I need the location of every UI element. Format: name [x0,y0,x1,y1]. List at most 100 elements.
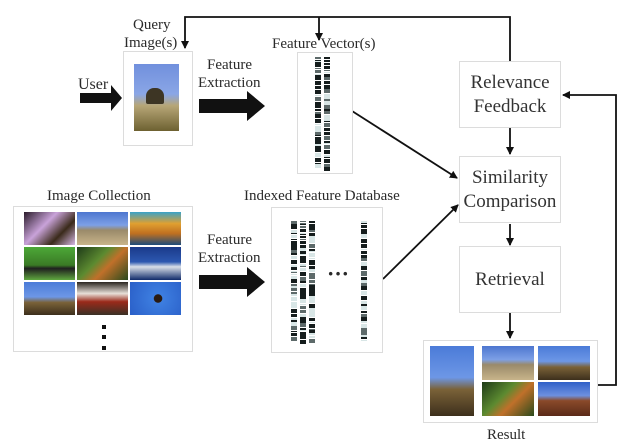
feature-bar [309,226,315,230]
feature-bar [309,300,315,303]
db-feature-bars [291,221,391,344]
feature-bar [324,97,330,99]
feature-bar [361,314,367,317]
feature-bar [361,225,367,228]
feature-bar [291,227,297,229]
feature-bar [361,340,367,341]
feature-bar [309,318,315,319]
feature-bar [324,150,330,154]
feature-bar [324,143,330,144]
feature-bar [324,83,330,84]
feature-bar [315,95,321,96]
extraction-arrow-top [199,91,265,121]
feature-bar [300,256,306,260]
collection-thumb-coast [130,247,181,280]
feature-bar [300,248,306,250]
feature-bar [315,137,321,138]
feature-bar [324,145,330,149]
feature-bar [291,239,297,240]
indexed-db-label: Indexed Feature Database [244,188,400,204]
query-label-line2: Image(s) [124,35,178,51]
extraction-top-line2: Extraction [198,75,261,91]
feature-bar [291,271,297,272]
feature-bar [291,302,297,306]
feature-bar [315,164,321,168]
feature-bar [309,253,315,257]
feature-bar [315,57,321,59]
feature-bar [309,260,315,262]
feature-bar [361,266,367,270]
feature-bar [291,235,297,238]
feature-bar [324,157,330,158]
similarity-line1: Similarity [471,166,548,188]
feature-bar [291,246,297,250]
result-thumb-sphinx [430,346,474,416]
feature-bar [309,221,315,223]
feature-bar [291,286,297,288]
feature-bar [324,119,330,121]
feature-bar [291,337,297,341]
feature-bar [309,336,315,338]
feature-bar [324,63,330,64]
feature-bar [300,281,306,283]
feature-bar [361,317,367,321]
feature-bar [300,323,306,327]
feature-bar [315,135,321,136]
feature-bar [300,226,306,228]
query-feature-bars [315,57,335,171]
feature-bar [300,328,306,330]
feature-bar [291,224,297,227]
feature-bar [324,105,330,109]
feature-bar [291,292,297,294]
query-label-line1: Query [133,17,171,33]
feature-bar [309,339,315,343]
feature-bar [300,299,306,303]
feature-bar [361,277,367,280]
feature-bar [361,337,367,339]
relevance-feedback-line2: Feedback [473,95,547,117]
feature-bar [315,76,321,77]
feature-bar [300,310,306,313]
feature-bar [361,255,367,258]
result-thumb-sphinx [538,346,590,380]
feature-bar [309,251,315,252]
feature-bar [315,81,321,85]
feature-bar [361,331,367,335]
collection-thumb-chefs [77,282,128,315]
feature-bar [324,167,330,171]
feature-bar [315,60,321,61]
feature-bar [300,284,306,287]
feature-bar [291,331,297,332]
feature-bar [291,253,297,255]
feature-bar [324,109,330,111]
feature-bar [309,322,315,323]
feature-bar [361,335,367,337]
feature-bar [291,297,297,301]
feature-bar [361,311,367,313]
feature-bar [309,308,315,312]
feature-bar [300,268,306,271]
db-to-similarity-arrow [382,204,459,280]
collection-thumb-sailboats [130,212,181,245]
feature-bar [361,304,367,306]
feature-bar [291,232,297,233]
feature-bar [300,260,306,263]
feature-bar [291,323,297,326]
feature-bar [291,265,297,267]
feature-bar [300,314,306,317]
feature-bar [291,309,297,313]
feature-bar [300,224,306,225]
feature-bar [324,99,330,101]
feature-bar [291,272,297,273]
retrieval-box: Retrieval [459,246,561,313]
feature-bar [300,239,306,240]
feature-bar [324,164,330,167]
feature-vectors-label: Feature Vector(s) [272,36,376,52]
feature-bar [291,294,297,295]
feature-bar [361,301,367,304]
feature-bar [300,223,306,224]
feature-bar [324,81,330,83]
feature-bar [309,269,315,272]
feature-bar [361,249,367,250]
relevance-feedback-line1: Relevance [470,71,550,93]
